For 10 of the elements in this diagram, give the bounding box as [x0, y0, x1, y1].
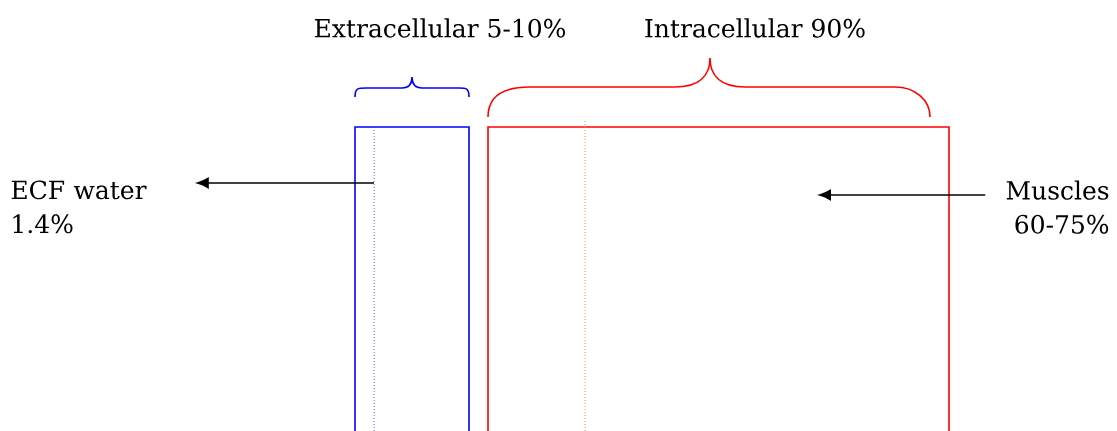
- compartment-box: [487, 126, 950, 431]
- arrow: [819, 189, 986, 201]
- callout-text: Muscles 60-75%: [1006, 180, 1109, 234]
- compartment-box: [354, 126, 470, 431]
- heading-label: Intracellular 90%: [645, 18, 865, 38]
- dotted-line: [373, 126, 375, 431]
- callout-text: ECF water 1.4%: [11, 180, 147, 234]
- heading-label: Extracellular 5-10%: [314, 18, 565, 38]
- dotted-line: [584, 120, 586, 431]
- arrow: [196, 177, 375, 189]
